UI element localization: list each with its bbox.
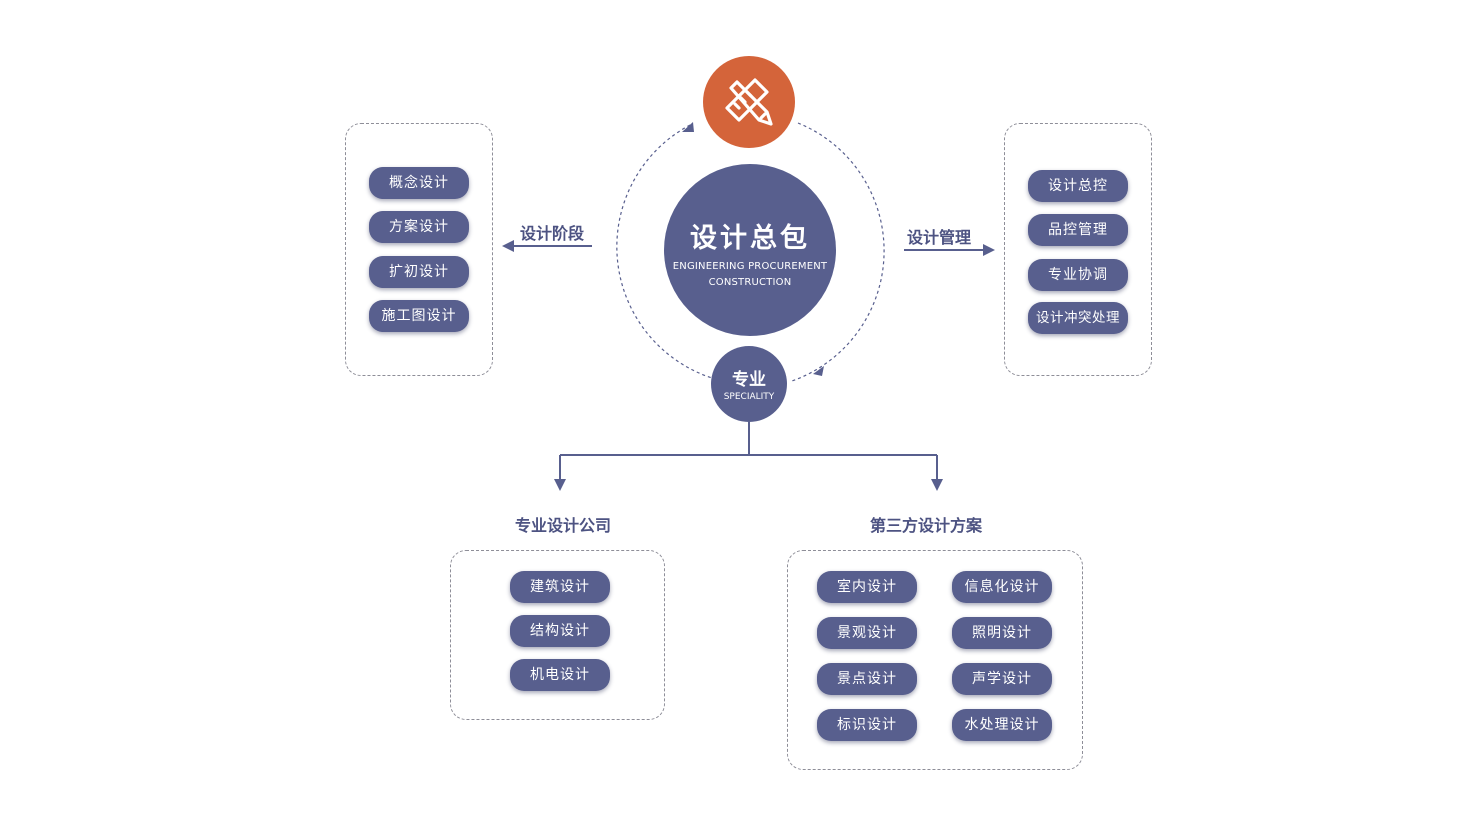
bottom-left-group-title: 专业设计公司: [514, 516, 612, 535]
right-arrowhead: [983, 244, 995, 256]
stage-pill: 扩初设计: [369, 256, 469, 288]
right-arrow-label: 设计管理: [907, 228, 972, 247]
pencil-ruler-glyph: [725, 78, 773, 126]
third-party-box: [787, 550, 1083, 770]
stage-pill: 施工图设计: [369, 300, 469, 332]
management-pill: 设计总控: [1028, 170, 1128, 202]
orbit-arc-right: [791, 122, 885, 382]
third-party-pill: 景观设计: [817, 617, 917, 649]
third-party-pill: 室内设计: [817, 571, 917, 603]
third-party-pill: 声学设计: [952, 663, 1052, 695]
speciality-subtitle: SPECIALITY: [723, 392, 775, 402]
speciality-circle: 专业 SPECIALITY: [711, 346, 787, 422]
third-party-pill: 信息化设计: [952, 571, 1052, 603]
specialty-pill: 机电设计: [510, 659, 610, 691]
stage-pill: 概念设计: [369, 167, 469, 199]
third-party-pill: 景点设计: [817, 663, 917, 695]
center-circle: 设计总包 ENGINEERING PROCUREMENT CONSTRUCTIO…: [664, 164, 836, 336]
management-pill: 专业协调: [1028, 259, 1128, 291]
left-arrow-label: 设计阶段: [520, 224, 585, 243]
orbit-arrowhead-top: [682, 122, 694, 132]
specialty-pill: 结构设计: [510, 615, 610, 647]
center-subtitle-line2: CONSTRUCTION: [708, 277, 792, 288]
speciality-title: 专业: [732, 370, 766, 390]
bottom-right-group-title: 第三方设计方案: [869, 516, 983, 535]
tree-left-arrowhead: [554, 479, 566, 491]
management-pill: 设计冲突处理: [1028, 302, 1128, 334]
center-title: 设计总包: [690, 223, 810, 254]
design-stage-box: [345, 123, 493, 376]
center-subtitle: ENGINEERING PROCUREMENT CONSTRUCTION: [668, 259, 832, 291]
specialty-company-box: [450, 550, 665, 720]
stage-pill: 方案设计: [369, 211, 469, 243]
design-management-box: [1004, 123, 1152, 376]
pencil-ruler-icon: [703, 56, 795, 148]
management-pill: 品控管理: [1028, 214, 1128, 246]
orbit-arrowhead-bottom: [813, 366, 824, 376]
center-subtitle-line1: ENGINEERING PROCUREMENT: [672, 261, 828, 272]
third-party-pill: 水处理设计: [952, 709, 1052, 741]
tree-right-arrowhead: [931, 479, 943, 491]
third-party-pill: 标识设计: [817, 709, 917, 741]
third-party-pill: 照明设计: [952, 617, 1052, 649]
specialty-pill: 建筑设计: [510, 571, 610, 603]
left-arrowhead: [502, 240, 514, 252]
